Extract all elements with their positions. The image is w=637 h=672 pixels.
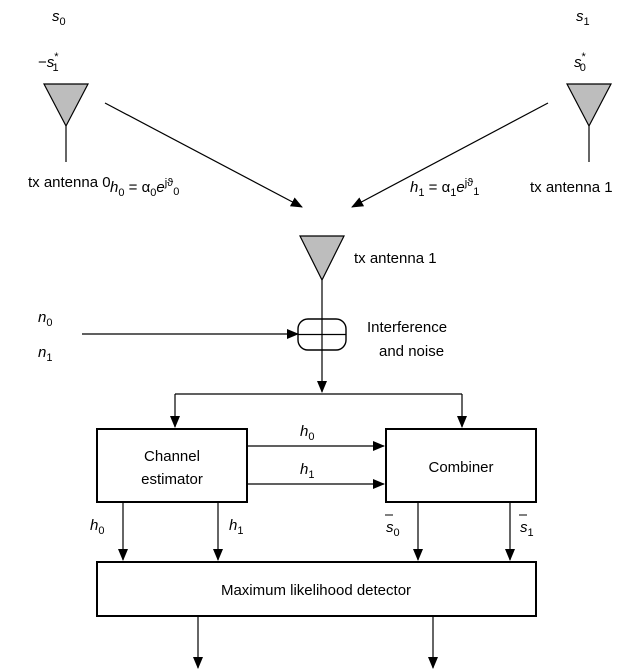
- combiner-label: Combiner: [428, 459, 493, 476]
- channel-path-h0: [104, 102, 303, 208]
- noise-label-line2: and noise: [379, 343, 444, 360]
- comb-s0-label: s0: [386, 519, 400, 539]
- tx0-antenna-icon: [43, 83, 89, 128]
- comb-s1-label: s1: [520, 519, 534, 539]
- ml-detector-label: Maximum likelihood detector: [221, 582, 411, 599]
- channel-path-h1: [351, 102, 549, 208]
- est-h0-label: h0: [90, 517, 104, 537]
- noise-n0: n0: [38, 309, 52, 329]
- tx0-symbol-neg-s1-conj: −s*1: [38, 51, 59, 74]
- link-h1-label: h1: [300, 461, 314, 481]
- ml-detector-box: [96, 561, 537, 617]
- channel-estimator-box: [96, 428, 248, 503]
- combiner-box: [385, 428, 537, 503]
- rx-antenna-label: tx antenna 1: [354, 250, 437, 267]
- tx1-symbol-s0-conj: s*0: [574, 51, 587, 74]
- channel-h1-equation: h1 = α1ejϑ1: [410, 177, 479, 199]
- est-h1-label: h1: [229, 517, 243, 537]
- noise-label-line1: Interference: [367, 319, 447, 336]
- tx1-label: tx antenna 1: [530, 179, 613, 196]
- channel-h0-equation: h0 = α0ejϑ0: [110, 177, 179, 199]
- rx-antenna-icon: [299, 235, 345, 282]
- tx1-antenna-icon: [566, 83, 612, 128]
- tx1-symbol-s1: s1: [576, 8, 590, 28]
- noise-n1: n1: [38, 344, 52, 364]
- channel-estimator-line1: Channel: [144, 448, 200, 465]
- tx0-symbol-s0: s0: [52, 8, 66, 28]
- channel-estimator-line2: estimator: [141, 471, 203, 488]
- link-h0-label: h0: [300, 423, 314, 443]
- tx0-label: tx antenna 0: [28, 174, 111, 191]
